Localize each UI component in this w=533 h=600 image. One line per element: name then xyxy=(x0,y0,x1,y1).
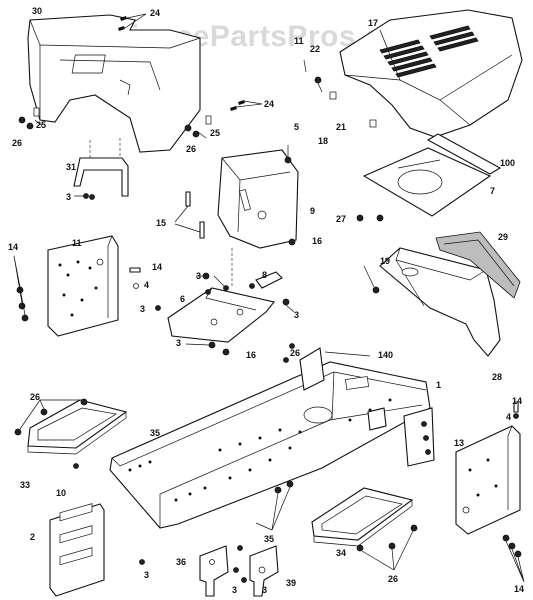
callout-26: 26 xyxy=(186,144,196,154)
callout-4: 4 xyxy=(144,280,149,290)
callout-2: 2 xyxy=(30,532,35,542)
fender-clips-25[interactable] xyxy=(18,107,212,139)
callout-3: 3 xyxy=(232,585,237,595)
frame-bracket-140[interactable] xyxy=(289,343,371,391)
grille-strip-part-29[interactable] xyxy=(435,231,521,299)
callout-19: 19 xyxy=(380,256,390,266)
callout-14: 14 xyxy=(152,262,162,272)
callout-15: 15 xyxy=(156,218,166,228)
grille-screw-19[interactable] xyxy=(363,265,380,294)
callout-13: 13 xyxy=(454,438,464,448)
callout-16: 16 xyxy=(246,350,256,360)
callout-39: 39 xyxy=(286,578,296,588)
callout-3: 3 xyxy=(196,271,201,281)
hood-hardware-21-22[interactable] xyxy=(303,59,377,128)
callout-25: 25 xyxy=(36,120,46,130)
bracket-part-36[interactable] xyxy=(199,545,229,597)
strip-part-100[interactable] xyxy=(426,133,502,175)
callout-3: 3 xyxy=(140,304,145,314)
callout-26: 26 xyxy=(12,138,22,148)
front-plate-part-2[interactable] xyxy=(49,503,145,597)
heat-shield-screw-27[interactable] xyxy=(356,214,364,222)
callout-14: 14 xyxy=(514,584,524,594)
callout-1: 1 xyxy=(436,380,441,390)
callout-35: 35 xyxy=(264,534,274,544)
bracket-part-8[interactable] xyxy=(249,271,283,289)
callout-30: 30 xyxy=(32,6,42,16)
callout-26: 26 xyxy=(290,348,300,358)
callout-11: 11 xyxy=(294,36,304,46)
callout-3: 3 xyxy=(66,192,71,202)
callout-24: 24 xyxy=(150,8,160,18)
screws-part-15[interactable] xyxy=(174,191,205,239)
side-panel-part-11[interactable] xyxy=(47,235,119,337)
callout-3: 3 xyxy=(144,570,149,580)
bracket-hardware-35[interactable] xyxy=(233,480,294,583)
callout-6: 6 xyxy=(180,294,185,304)
callout-35: 35 xyxy=(150,428,160,438)
callout-4: 4 xyxy=(506,412,511,422)
callout-29: 29 xyxy=(498,232,508,242)
footrest-part-33[interactable] xyxy=(27,399,128,455)
fender-hardware-24[interactable] xyxy=(118,13,263,111)
callout-16: 16 xyxy=(312,236,322,246)
footrest-hardware-26[interactable] xyxy=(14,398,418,571)
callout-9: 9 xyxy=(310,206,315,216)
mounting-plate-part-6[interactable] xyxy=(167,248,275,343)
callout-5: 5 xyxy=(294,122,299,132)
callout-21: 21 xyxy=(336,122,346,132)
callout-3: 3 xyxy=(294,310,299,320)
callout-8: 8 xyxy=(262,270,267,280)
main-frame-part-1[interactable] xyxy=(109,361,431,529)
callout-27: 27 xyxy=(336,214,346,224)
callout-14: 14 xyxy=(512,396,522,406)
callout-11: 11 xyxy=(72,238,82,248)
callout-17: 17 xyxy=(368,18,378,28)
bracket-part-31[interactable] xyxy=(73,138,129,200)
callout-14: 14 xyxy=(8,242,18,252)
side-bolts-14[interactable] xyxy=(13,255,141,322)
right-hardware-14-4[interactable] xyxy=(502,401,525,583)
callout-26: 26 xyxy=(388,574,398,584)
grille-part-28[interactable] xyxy=(379,247,501,357)
callout-140: 140 xyxy=(378,350,393,360)
front-bracket-plate[interactable] xyxy=(403,407,435,467)
callout-labels: 30 24 24 25 25 26 26 31 3 17 11 22 21 18… xyxy=(8,6,524,595)
callout-3: 3 xyxy=(262,585,267,595)
misc-bolts-3[interactable] xyxy=(74,193,289,363)
callout-28: 28 xyxy=(492,372,502,382)
footrest-part-34[interactable] xyxy=(311,487,414,547)
callout-31: 31 xyxy=(66,162,76,172)
bracket-part-39[interactable] xyxy=(249,545,279,597)
callout-7: 7 xyxy=(490,186,495,196)
callout-18: 18 xyxy=(318,136,328,146)
heat-shield-part-7[interactable] xyxy=(362,147,492,222)
side-panel-holes xyxy=(58,258,104,317)
callout-34: 34 xyxy=(336,548,346,558)
dash-panel-part-9[interactable] xyxy=(217,145,299,249)
side-panel-part-13[interactable] xyxy=(455,425,521,535)
hood-part-17[interactable] xyxy=(339,9,523,138)
callout-24: 24 xyxy=(264,99,274,109)
callout-22: 22 xyxy=(310,44,320,54)
rear-fender-part-30[interactable] xyxy=(27,14,201,153)
callout-10: 10 xyxy=(56,488,66,498)
callout-25: 25 xyxy=(210,128,220,138)
hood-grille-slots xyxy=(379,25,479,78)
callout-36: 36 xyxy=(176,557,186,567)
plate-hardware[interactable] xyxy=(155,272,295,356)
callout-33: 33 xyxy=(20,480,30,490)
callout-100: 100 xyxy=(500,158,515,168)
callout-3: 3 xyxy=(176,338,181,348)
callout-26: 26 xyxy=(30,392,40,402)
